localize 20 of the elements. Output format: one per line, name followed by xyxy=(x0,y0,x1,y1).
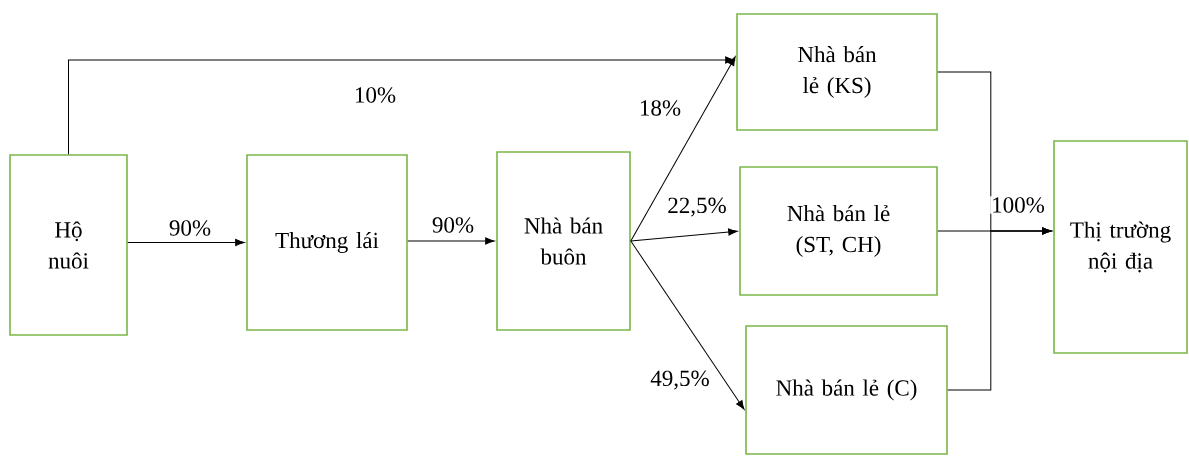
arrow xyxy=(630,240,745,410)
arrow xyxy=(630,56,736,242)
process-box: Nhà bán lẻ (KS) xyxy=(736,13,938,131)
process-box: Nhà bán lẻ (C) xyxy=(745,325,948,455)
arrow xyxy=(407,237,495,245)
edge-label: 49,5% xyxy=(649,369,711,391)
process-box: Hộ nuôi xyxy=(9,154,128,336)
process-box: Thị trường nội địa xyxy=(1053,140,1188,354)
edge-label: 10% xyxy=(352,86,398,104)
arrow xyxy=(630,228,738,242)
arrow xyxy=(127,238,245,247)
edge-label: 90% xyxy=(167,219,213,237)
edge-label: 90% xyxy=(430,216,476,234)
edge-label: 22,5% xyxy=(666,196,728,218)
edge-label: 18% xyxy=(637,99,683,117)
process-box: Nhà bán buôn xyxy=(496,151,631,331)
edge-label: 100% xyxy=(990,196,1046,214)
process-box: Nhà bán lẻ (ST, CH) xyxy=(739,166,938,296)
arrow xyxy=(947,227,1052,391)
process-box: Thương lái xyxy=(246,154,408,331)
